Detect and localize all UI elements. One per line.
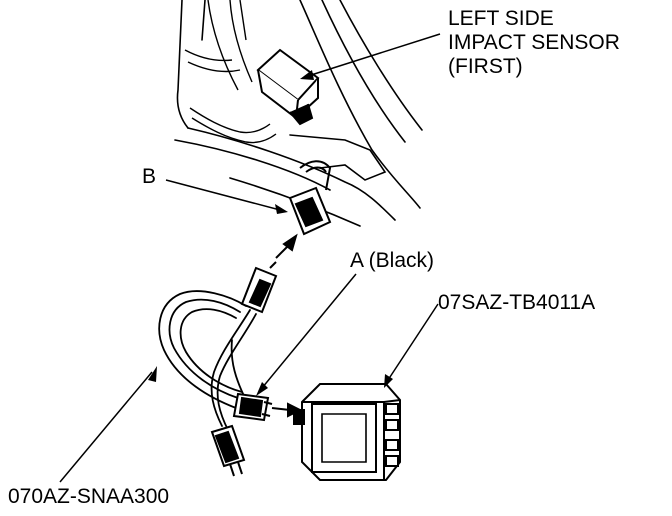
connector-a-label: A (Black) <box>350 249 435 272</box>
sensor-label-line3: (FIRST) <box>448 55 523 78</box>
wire-harness-top <box>184 0 277 144</box>
test-box-icon <box>293 383 401 481</box>
harness-connector-icon <box>240 266 278 314</box>
test-harness-cable <box>158 290 257 431</box>
sensor-label-line1: LEFT SIDE <box>448 7 554 30</box>
connector-b-icon <box>288 160 332 236</box>
harness-plug-icon <box>210 424 246 477</box>
connection-arrows <box>269 233 303 418</box>
impact-sensor-icon <box>256 48 320 126</box>
connector-a-icon <box>232 392 273 422</box>
test-harness-label: 070AZ-SNAA300 <box>8 485 170 508</box>
sensor-label-line2: IMPACT SENSOR <box>448 31 620 54</box>
test-box-label: 07SAZ-TB4011A <box>438 291 596 314</box>
connector-b-label: B <box>142 165 157 188</box>
leader-lines <box>59 33 441 483</box>
leader-arrowheads <box>148 70 393 396</box>
